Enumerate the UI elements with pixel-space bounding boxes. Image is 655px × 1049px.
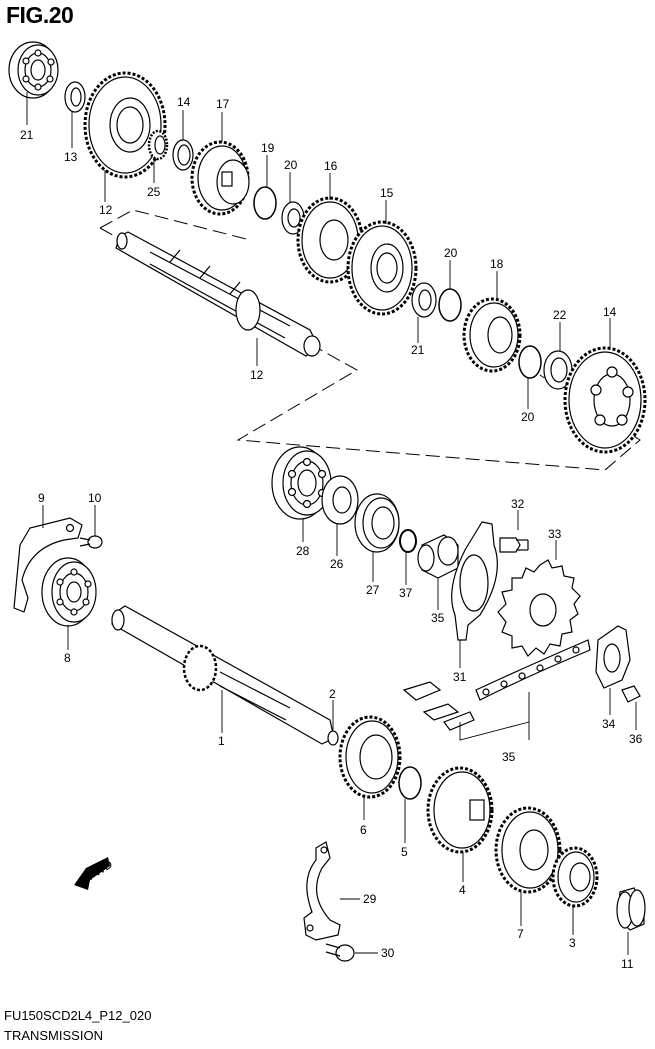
callout-9: 9 <box>38 491 45 505</box>
callout-12: 12 <box>250 368 264 382</box>
callout-11: 11 <box>621 957 634 971</box>
callout-18: 17 <box>216 97 230 111</box>
part-2-bushing <box>327 730 339 746</box>
part-20-circlip-3 <box>518 345 542 379</box>
part-32-sprocket <box>497 559 581 657</box>
callout-37: 37 <box>399 586 413 600</box>
part-4-gear <box>426 766 494 854</box>
callout-20-b: 20 <box>444 246 458 260</box>
part-24-washer <box>321 475 359 525</box>
callout-labels: 21 13 12 25 14 17 19 20 16 15 20 18 21 2… <box>20 95 643 971</box>
part-18-gear <box>190 140 250 216</box>
part-14-washer-2 <box>172 139 194 171</box>
part-10-screw <box>79 535 103 549</box>
part-12-countershaft <box>115 231 321 357</box>
callout-24: 26 <box>330 557 344 571</box>
part-5-circlip <box>398 766 422 800</box>
callout-14: 13 <box>64 150 78 164</box>
part-3-gear <box>551 846 599 908</box>
part-1-mainshaft <box>111 605 335 745</box>
callout-4: 4 <box>459 883 466 897</box>
part-19-gear <box>462 297 522 373</box>
figure-code: FU150SCD2L4_P12_020 <box>4 1008 152 1023</box>
callout-19: 18 <box>490 257 504 271</box>
callout-21: 20 <box>284 158 298 172</box>
part-9-plate <box>13 517 83 613</box>
part-6-gear <box>338 715 402 799</box>
part-14-washer <box>64 81 86 113</box>
callout-1: 1 <box>218 734 225 748</box>
callout-20: 19 <box>261 141 275 155</box>
fwd-label: FWD <box>84 857 115 884</box>
figure-title: FIG.20 <box>6 2 74 28</box>
callout-29: 30 <box>381 946 395 960</box>
callout-7: 7 <box>517 927 524 941</box>
callout-10: 10 <box>88 491 102 505</box>
part-28-plate <box>303 841 341 941</box>
part-37-o-ring <box>399 529 417 553</box>
part-34-spacer <box>417 534 459 579</box>
callout-23: 25 <box>147 185 161 199</box>
part-26-oil-seal <box>354 493 400 553</box>
callout-28: 29 <box>363 892 377 906</box>
callout-8: 8 <box>64 651 71 665</box>
part-16-gear <box>346 220 418 316</box>
callout-2: 2 <box>329 687 336 701</box>
callout-5: 5 <box>401 845 408 859</box>
part-8-bearing <box>41 557 97 627</box>
part-15-gear <box>563 346 647 454</box>
callout-16: 15 <box>380 186 394 200</box>
callout-6: 6 <box>360 823 367 837</box>
callout-14-b: 14 <box>177 95 191 109</box>
part-11-needle-bearing <box>616 887 646 931</box>
part-27-bearing <box>271 446 332 520</box>
part-31-bolt <box>499 537 529 553</box>
callout-15: 14 <box>603 305 617 319</box>
callout-35: 35 <box>502 750 516 764</box>
callout-22: 22 <box>553 308 567 322</box>
callout-36: 36 <box>629 732 643 746</box>
callout-3: 3 <box>569 936 576 950</box>
callout-32: 33 <box>548 527 562 541</box>
callout-26: 27 <box>366 583 380 597</box>
callout-31: 32 <box>511 497 525 511</box>
callout-25: 21 <box>20 128 34 142</box>
part-20-circlip <box>253 186 277 220</box>
figure-name: TRANSMISSION <box>4 1028 103 1043</box>
callout-27: 28 <box>296 544 310 558</box>
callout-30: 31 <box>453 670 467 684</box>
part-36-bolt <box>621 685 641 703</box>
part-30-plate <box>451 521 498 641</box>
callout-34: 35 <box>431 611 445 625</box>
callout-33: 34 <box>602 717 616 731</box>
part-33-plate <box>595 625 631 689</box>
fwd-arrow-icon: FWD <box>74 857 115 890</box>
part-13-gear <box>83 71 167 179</box>
part-29-screw <box>325 943 355 962</box>
part-35-chain <box>402 639 591 731</box>
part-25-bearing <box>8 41 59 99</box>
callout-21-b: 21 <box>411 343 425 357</box>
leader-lines <box>26 92 637 955</box>
callout-20-c: 20 <box>521 410 535 424</box>
callout-17: 16 <box>324 159 338 173</box>
part-21-washer-2 <box>411 282 437 318</box>
part-22-washer <box>543 350 573 390</box>
part-23-needle-bearing <box>147 129 169 161</box>
callout-13: 12 <box>99 203 113 217</box>
part-17-gear <box>296 196 364 284</box>
part-7-gear <box>494 806 562 894</box>
part-20-circlip-2 <box>438 288 462 322</box>
